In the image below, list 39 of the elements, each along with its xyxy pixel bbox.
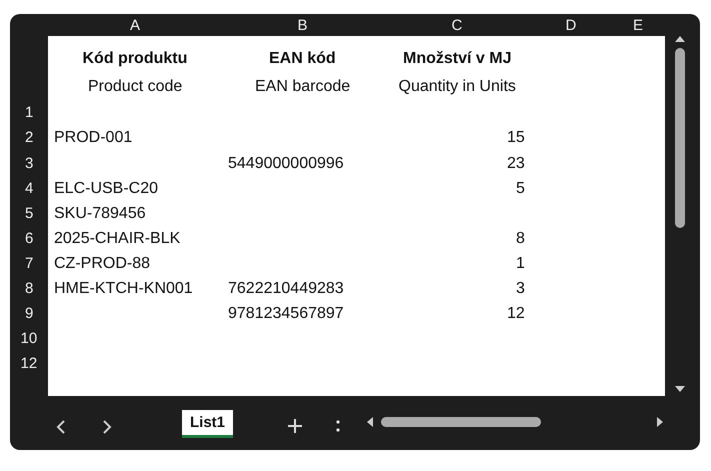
cell-text: 12 [507,304,525,322]
cell-text: 8 [516,230,525,248]
cell-text: 5449000000996 [228,154,344,172]
cell-text: EAN barcode [255,78,350,96]
cell-text: 5 [516,180,525,198]
cell-text: PROD-001 [54,128,132,146]
cell-text: 3 [516,280,525,298]
row-number: 5 [25,205,34,222]
cell-text: ELC-USB-C20 [54,180,158,198]
column-header: E [633,16,644,34]
cell-text: 23 [507,154,525,172]
column-header: A [130,16,140,34]
cell-text: 2025-CHAIR-BLK [54,230,180,248]
row-number: 9 [25,305,34,322]
row-number: 1 [25,104,34,121]
row-number: 4 [25,180,34,197]
row-number: 10 [20,330,38,347]
cell-text: EAN kód [269,50,336,68]
cell-text: CZ-PROD-88 [54,254,150,272]
cell-text: 1 [516,254,525,272]
cell-text: Kód produktu [82,50,188,68]
row-number: 3 [25,155,34,172]
row-number: 12 [20,355,38,372]
column-header: B [298,16,308,34]
column-header: D [566,16,576,34]
cell-text: Množství v MJ [403,50,512,68]
cell-text: Product code [88,78,182,96]
row-number: 8 [25,280,34,297]
cell-text: HME-KTCH-KN001 [54,280,193,298]
row-number: 7 [25,255,34,272]
row-number: 6 [25,230,34,247]
cell-text: SKU-789456 [54,204,146,222]
cell-text: Quantity in Units [398,78,516,96]
cell-text: 7622210449283 [228,280,344,298]
sheet-tab: List1 [182,410,234,438]
row-number: 2 [25,129,34,146]
column-header: C [452,16,462,34]
cell-text: 15 [507,128,525,146]
cell-text: 9781234567897 [228,304,344,322]
